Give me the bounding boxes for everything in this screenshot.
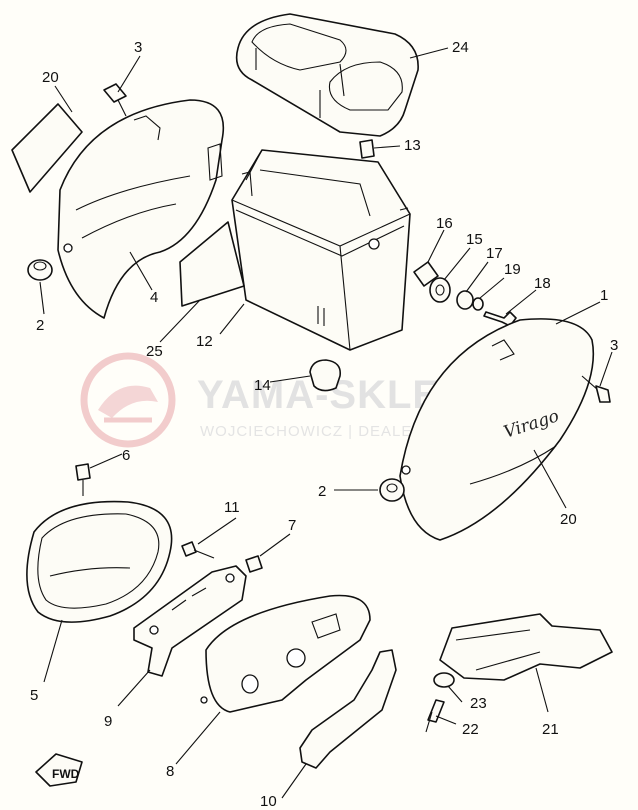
bolt-6 <box>75 463 91 496</box>
callout-2b: 2 <box>318 483 326 500</box>
left-side-cover <box>26 500 173 623</box>
callout-19: 19 <box>504 261 521 278</box>
bolt-3b <box>581 375 611 403</box>
grommet-15 <box>429 277 451 303</box>
fwd-marker: FWD <box>35 753 83 787</box>
callout-numbers: 20 3 24 13 16 15 17 19 18 1 3 4 2 25 12 … <box>30 39 618 810</box>
callout-11: 11 <box>224 499 240 516</box>
bolt-22 <box>425 699 445 733</box>
grommet-2a <box>27 259 53 281</box>
callout-2: 2 <box>36 317 44 334</box>
bracket-9 <box>133 565 247 677</box>
leader-lines <box>39 47 613 799</box>
callout-23: 23 <box>470 695 487 712</box>
left-side-cover-inner <box>57 99 224 319</box>
callout-24: 24 <box>452 39 469 56</box>
callout-25: 25 <box>146 343 163 360</box>
washer-23 <box>433 672 455 688</box>
battery-box <box>231 149 411 351</box>
callout-21: 21 <box>542 721 559 738</box>
guard-21 <box>439 613 613 681</box>
callout-15: 15 <box>466 231 483 248</box>
fwd-label: FWD <box>52 767 80 781</box>
bolt-3a <box>103 83 127 117</box>
callout-10: 10 <box>260 793 277 810</box>
callout-6: 6 <box>122 447 130 464</box>
callout-12: 12 <box>196 333 213 350</box>
label-sheet-20 <box>11 103 83 193</box>
callout-13: 13 <box>404 137 421 154</box>
callout-8: 8 <box>166 763 174 780</box>
callout-1: 1 <box>600 287 608 304</box>
bolt-11 <box>181 541 215 559</box>
grommet-2b <box>379 478 405 502</box>
collar-16 <box>413 261 439 287</box>
plate-10 <box>299 649 397 769</box>
grommet-14 <box>309 359 342 392</box>
callout-17: 17 <box>486 245 503 262</box>
callout-16: 16 <box>436 215 453 232</box>
callout-22: 22 <box>462 721 479 738</box>
callout-3: 3 <box>134 39 142 56</box>
callout-4: 4 <box>150 289 158 306</box>
clip-7 <box>245 555 263 573</box>
callout-3b: 3 <box>610 337 618 354</box>
callout-20: 20 <box>42 69 59 86</box>
callout-20b: 20 <box>560 511 577 528</box>
callout-9: 9 <box>104 713 112 730</box>
callout-14: 14 <box>254 377 271 394</box>
callout-7: 7 <box>288 517 296 534</box>
washer-17 <box>456 290 474 310</box>
watermark-logo <box>80 352 176 448</box>
watermark-subtitle: WOJCIECHOWICZ | DEALER YAM <box>200 423 464 440</box>
battery-cover-pad <box>235 13 419 137</box>
mount-hardware <box>413 261 517 327</box>
right-side-cover: Virago <box>399 318 595 541</box>
pad-sheet-25 <box>179 221 245 307</box>
washer-19 <box>472 297 484 311</box>
callout-5: 5 <box>30 687 38 704</box>
callout-18: 18 <box>534 275 551 292</box>
clip-13 <box>359 139 375 159</box>
tool-case <box>200 594 371 713</box>
